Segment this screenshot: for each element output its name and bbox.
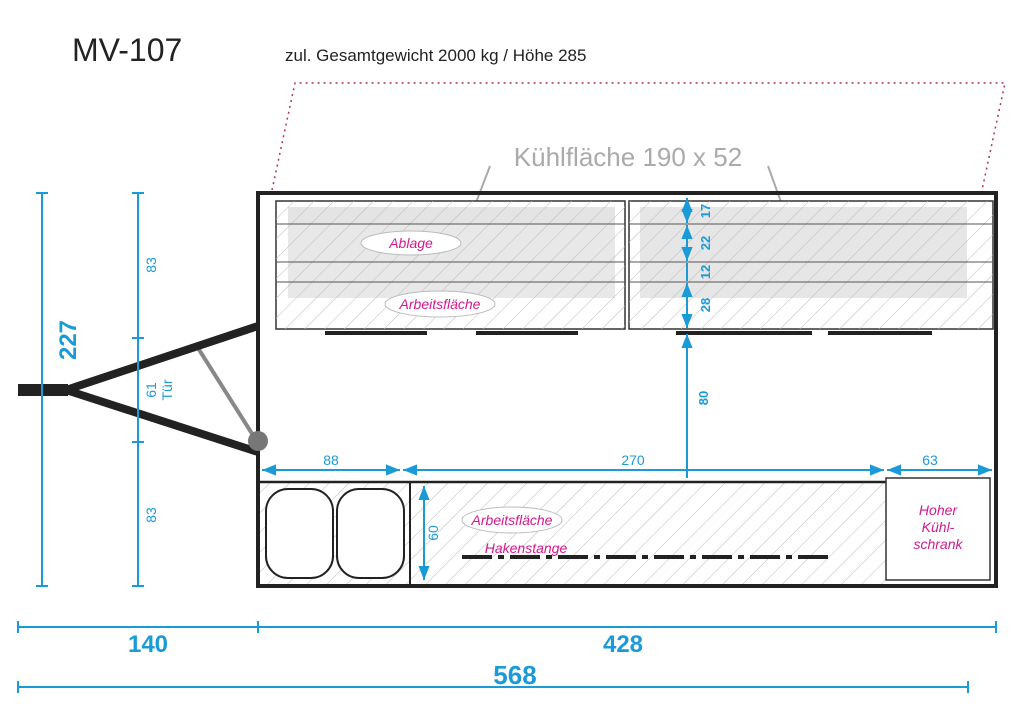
sink-basin-left [265, 488, 334, 579]
label-door: Tür [159, 379, 175, 400]
dim-shelf-4: 28 [698, 298, 713, 312]
upper-cabinet-right [628, 200, 994, 330]
dim-total-length: 568 [493, 660, 536, 690]
dim-shelf-3: 12 [698, 265, 713, 279]
model-title: MV-107 [72, 32, 182, 68]
dim-shelf-1: 17 [698, 204, 713, 218]
label-ablage: Ablage [360, 230, 462, 256]
tall-fridge: Hoher Kühl- schrank [885, 477, 991, 581]
dim-sink-width: 88 [323, 452, 339, 468]
dim-total-height: 227 [55, 320, 82, 360]
dim-fridge-width: 63 [922, 452, 938, 468]
cabinet-handles [325, 331, 932, 335]
dim-counter-depth: 60 [425, 525, 441, 541]
dim-drawbar: 140 [128, 631, 168, 658]
dim-shelf-2: 22 [698, 236, 713, 250]
drawbar [18, 322, 268, 456]
sink-basin-right [336, 488, 405, 579]
label-arbeitsflaeche-bottom: Arbeitsfläche [461, 506, 563, 534]
shelf-dimension-lines [418, 198, 693, 580]
svg-text:Ablage: Ablage [388, 235, 433, 251]
dim-body-length: 428 [603, 631, 643, 658]
svg-text:Kühl-: Kühl- [922, 519, 955, 535]
svg-text:Arbeitsfläche: Arbeitsfläche [399, 296, 481, 312]
dim-counter-width: 270 [621, 452, 645, 468]
label-arbeitsflaeche-top: Arbeitsfläche [384, 290, 496, 318]
trailer-body [256, 191, 998, 588]
svg-text:Hoher: Hoher [919, 502, 958, 518]
svg-text:schrank: schrank [913, 536, 963, 552]
roof-outline [271, 82, 1006, 191]
subtitle: zul. Gesamtgewicht 2000 kg / Höhe 285 [285, 46, 586, 65]
label-hakenstange: Hakenstange [485, 540, 568, 556]
dim-aisle: 80 [696, 391, 711, 405]
dim-left-top: 83 [143, 257, 159, 273]
cooling-area-label: Kühlfläche 190 x 52 [514, 142, 742, 172]
dim-door: 61 [143, 382, 159, 398]
dim-left-bottom: 83 [143, 507, 159, 523]
door-hinge-icon [248, 431, 268, 451]
left-dimension-lines [36, 192, 144, 587]
svg-text:Arbeitsfläche: Arbeitsfläche [471, 512, 553, 528]
length-dimension-lines [17, 621, 997, 693]
